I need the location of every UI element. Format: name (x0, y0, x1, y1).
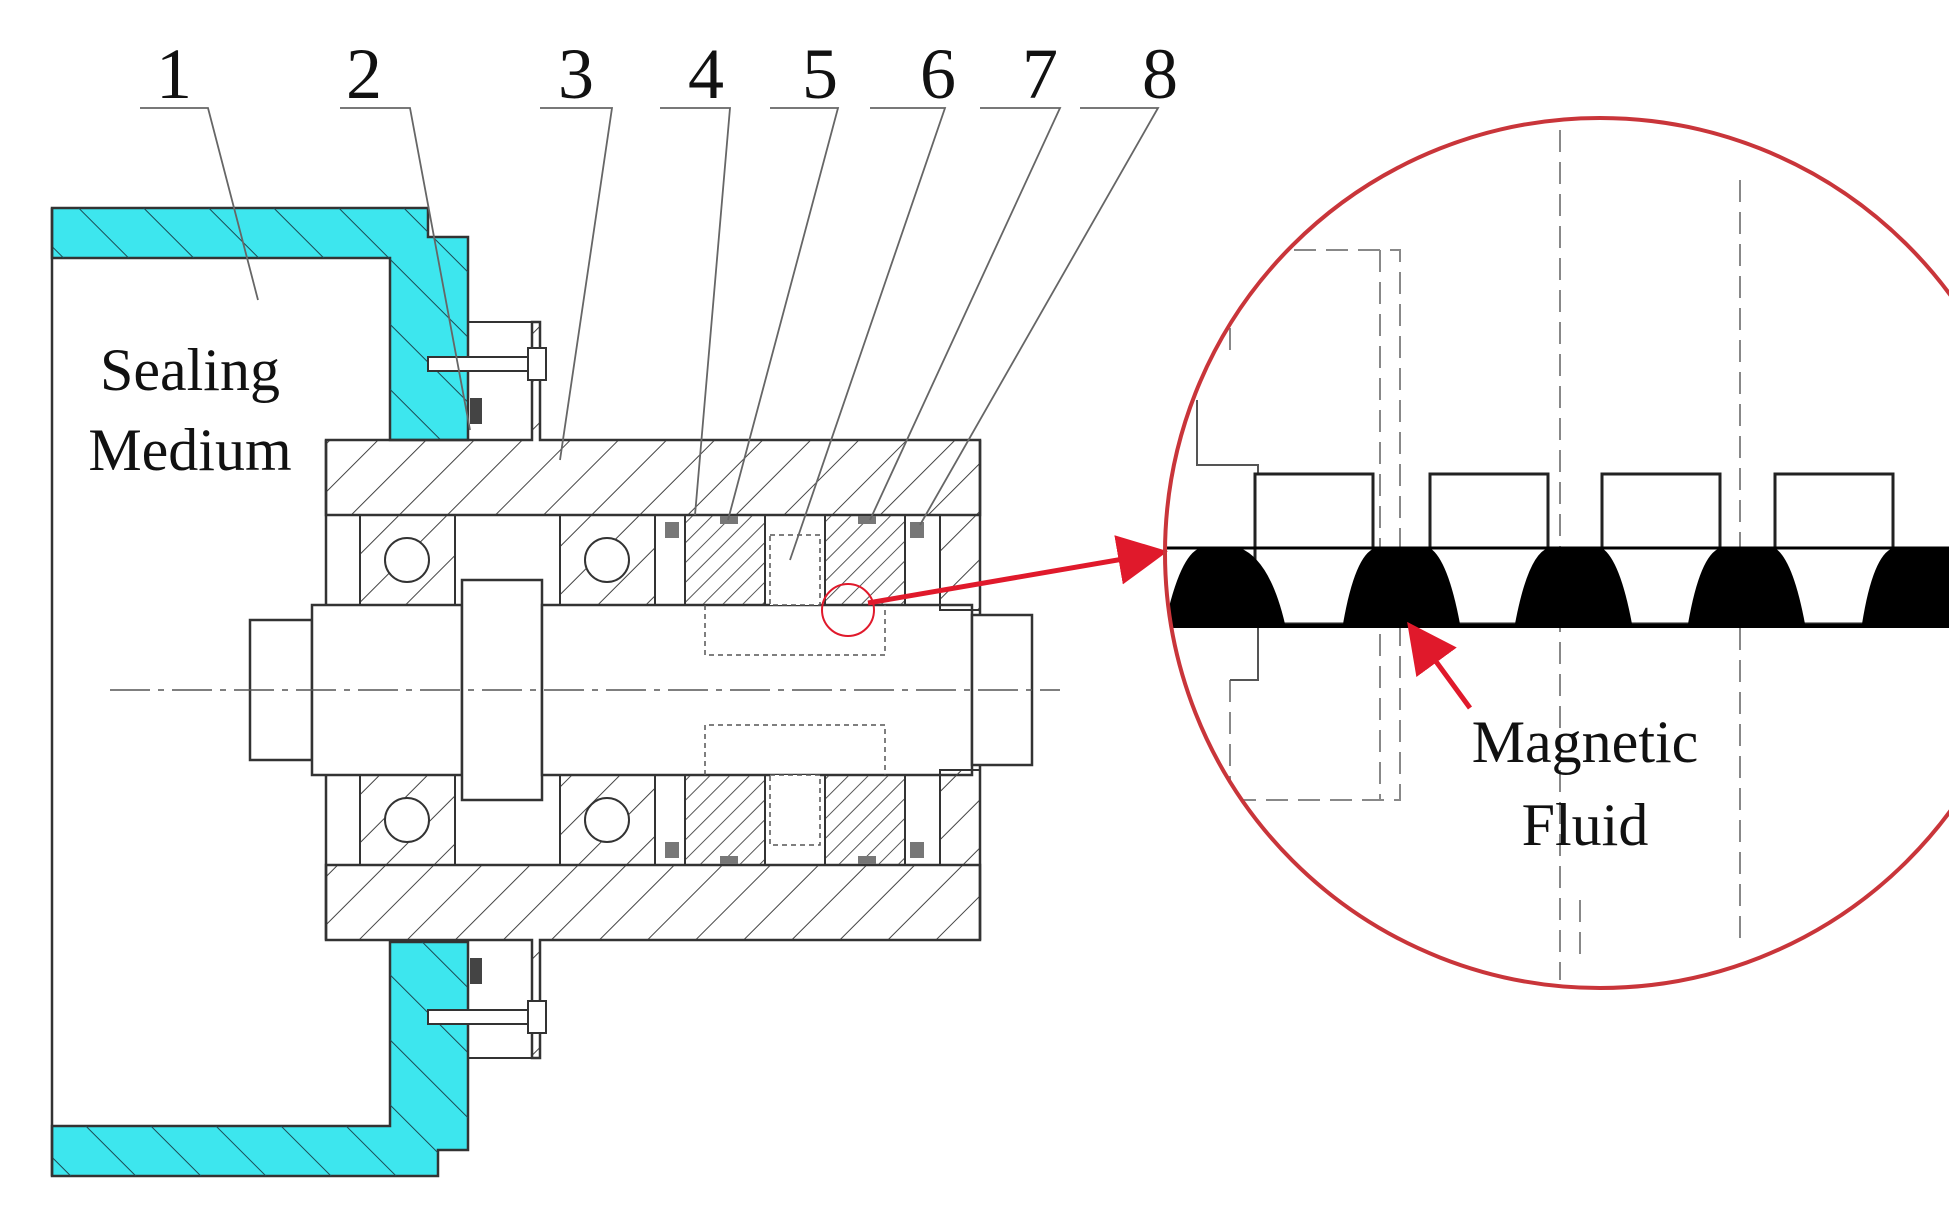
pole-piece-right-bottom (824, 774, 924, 866)
magnetic-fluid-label-line2: Fluid (1522, 792, 1649, 858)
bolt-top (427, 347, 547, 424)
leader-lines (140, 107, 1160, 561)
bolt-bottom (427, 958, 547, 1034)
magnetic-fluid-blobs (1165, 548, 1949, 624)
flux-path (704, 605, 886, 775)
sealing-medium-label-line1: Sealing (100, 337, 280, 403)
part-number-1: 1 (156, 34, 192, 114)
part-number-2: 2 (346, 34, 382, 114)
magnet-bottom (769, 774, 821, 846)
part-number-5: 5 (802, 34, 838, 114)
part-number-4: 4 (688, 34, 724, 114)
bearing-right-top (559, 514, 656, 606)
detail-marker-circle (821, 583, 875, 637)
pole-piece-left-top (665, 514, 766, 606)
bearing-left-top (359, 514, 456, 606)
part-number-6: 6 (920, 34, 956, 114)
container-wall-bottom (50, 940, 470, 1178)
part-number-7: 7 (1022, 34, 1058, 114)
pole-piece-left-bottom (665, 774, 766, 866)
magnetic-fluid-label-line1: Magnetic (1472, 709, 1699, 775)
zoom-arrow (867, 535, 1168, 606)
detail-view (1163, 116, 1949, 990)
bearing-left-bottom (359, 774, 456, 866)
part-number-8: 8 (1142, 34, 1178, 114)
sealing-medium-label-line2: Medium (88, 417, 291, 483)
part-numbers: 1 2 3 4 5 6 7 8 (156, 34, 1178, 114)
container-wall-top (50, 206, 470, 442)
end-cover (939, 514, 981, 866)
pole-piece-right-top (824, 514, 924, 606)
bearing-right-bottom (559, 774, 656, 866)
detail-circle (1163, 116, 1949, 990)
fluid-arrow (1407, 621, 1473, 710)
part-number-3: 3 (558, 34, 594, 114)
